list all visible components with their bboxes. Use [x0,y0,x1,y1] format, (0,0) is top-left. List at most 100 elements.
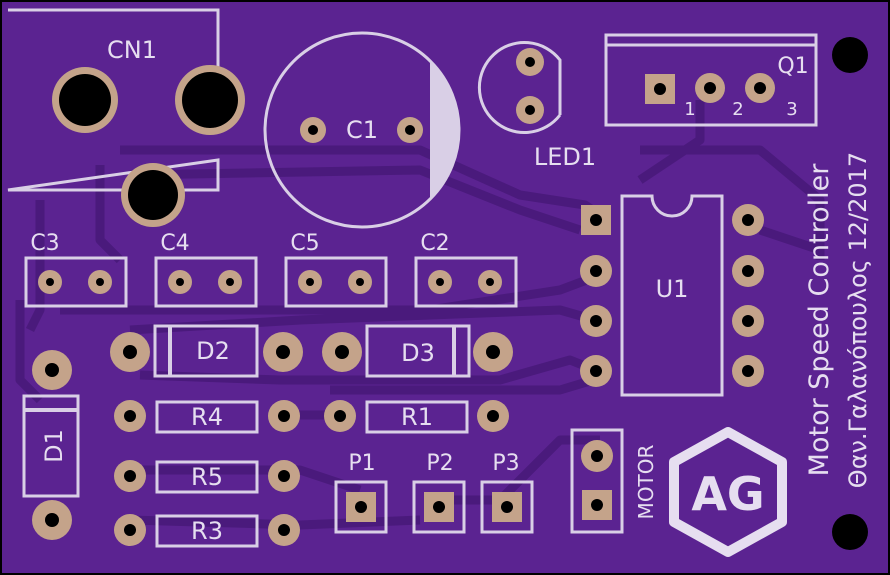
u1-drill-2 [590,265,602,277]
p2-label: P2 [426,451,453,476]
u1-label: U1 [656,275,689,303]
r5-outline [155,460,259,494]
p1-outline [334,480,388,534]
q1-outline [604,33,818,127]
d1-label: D1 [40,429,68,463]
r4-drill-1 [124,410,136,422]
c3-outline [24,256,128,308]
r1: R1 [324,400,509,434]
cn1-hole-1 [59,74,111,126]
c2: C2 [414,231,518,308]
led1-drill-1 [525,57,535,67]
board-title: Motor Speed Controller [804,163,835,477]
r5-drill-1 [124,470,136,482]
d2: D2 [110,324,303,378]
c5: C5 [284,231,388,308]
c2-outline [414,256,518,308]
d3-label: D3 [401,339,435,367]
u1-drill-4 [590,365,602,377]
c1-drill-2 [405,125,415,135]
d2-drill-1 [123,345,137,359]
led1-outline [477,41,562,134]
r1-drill-1 [334,410,346,422]
c4-label: C4 [160,231,189,256]
motor-drill-1 [591,450,603,462]
motor-outline [570,428,624,534]
p2-drill [433,501,445,513]
cn1-hole-3 [128,170,178,220]
d1-drill-2 [45,513,59,527]
u1-outline [620,194,724,397]
r3-drill-2 [278,524,290,536]
d2-outline [153,324,259,378]
c4-drill-1 [176,278,184,286]
d2-drill-2 [276,345,290,359]
led1-label: LED1 [534,143,596,171]
r1-label: R1 [401,403,433,431]
c3: C3 [24,231,128,308]
d3-drill-2 [486,345,500,359]
r5-drill-2 [278,470,290,482]
p3-drill [501,501,513,513]
u1-drill-8 [742,214,754,226]
r3-outline [155,514,259,548]
ag-logo: AG [669,427,787,557]
motor-drill-2 [591,499,603,511]
ag-logo-text: AG [691,467,764,521]
c5-drill-2 [356,278,364,286]
c3-drill-2 [96,278,104,286]
c5-outline [284,256,388,308]
p1-drill [355,501,367,513]
p3-outline [480,480,534,534]
board-author-date: Θαν.Γαλανόπουλος 12/2017 [844,152,872,488]
u1-drill-3 [590,315,602,327]
u1-drill-1 [590,214,602,226]
c3-label: C3 [30,231,59,256]
r1-drill-2 [487,410,499,422]
r3-label: R3 [191,517,223,545]
d1-drill-1 [45,363,59,377]
c1-label: C1 [346,116,378,144]
p1: P1 [334,451,388,534]
d1: D1 [22,350,80,540]
q1-pin1-label: 1 [684,99,695,120]
r5-label: R5 [191,463,223,491]
mounting-hole-bottom-right [832,514,868,550]
cn1-hole-2 [182,72,238,128]
r4: R4 [114,400,300,434]
motor-connector: MOTOR [570,428,658,534]
p1-label: P1 [348,451,375,476]
c5-label: C5 [290,231,319,256]
r4-label: R4 [191,403,223,431]
d3-outline [365,324,471,378]
p2-outline [412,480,466,534]
d1-outline [22,394,80,498]
cn1-outline [7,8,220,192]
c3-drill-1 [46,278,54,286]
d3: D3 [322,324,513,378]
q1-drill-3 [754,82,766,94]
u1-drill-5 [742,365,754,377]
c1-polarity-band [430,60,460,200]
c2-label: C2 [420,231,449,256]
q1-pin3-label: 3 [786,99,797,120]
r5: R5 [114,460,300,494]
q1-pin2-label: 2 [732,99,743,120]
r3-drill-1 [124,524,136,536]
motor-label: MOTOR [634,444,658,519]
c2-drill-2 [486,278,494,286]
cn1-label: CN1 [107,36,157,64]
c4-outline [154,256,258,308]
r3: R3 [114,514,300,548]
u1-drill-6 [742,315,754,327]
c5-drill-1 [306,278,314,286]
led1-drill-2 [525,105,535,115]
u1-drill-7 [742,265,754,277]
p2: P2 [412,451,466,534]
p3-label: P3 [492,451,519,476]
p3: P3 [480,451,534,534]
d2-label: D2 [196,337,230,365]
q1-drill-1 [654,83,666,95]
mounting-hole-top-right [832,37,868,73]
